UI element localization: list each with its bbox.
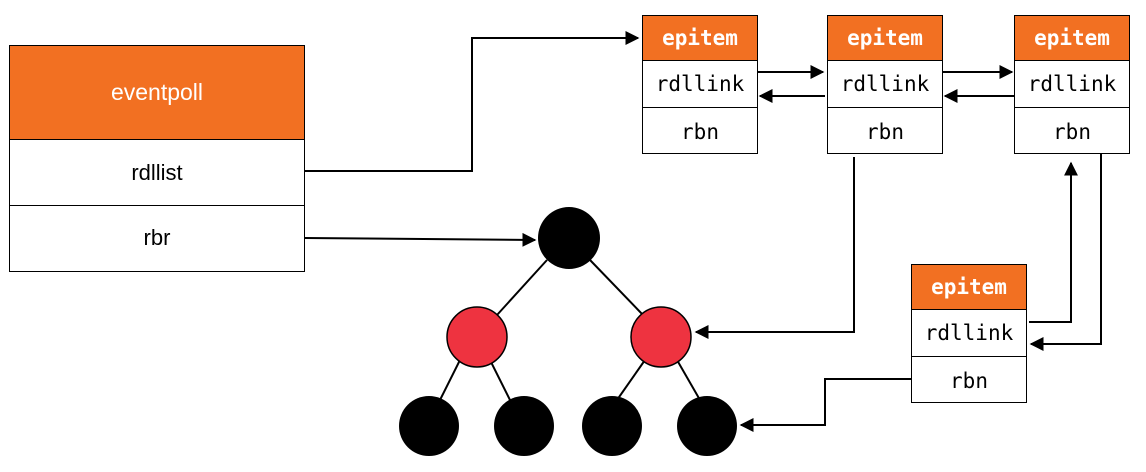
tree-node-red-left [446,306,508,368]
rdllist-arrow [305,31,640,172]
link-3-4-down [1029,153,1102,351]
epitem-1: epitem rdllink rbn [642,15,758,154]
rbn-2-arrow [694,157,855,339]
rbr-arrow [304,232,537,247]
epitem-field-rbn: rbn [1053,119,1091,144]
epitem-field-rdllink: rdllink [912,310,1026,357]
epitem-2: epitem rdllink rbn [827,15,943,154]
epitem-4: epitem rdllink rbn [911,264,1027,403]
rbn-4-arrow [739,378,911,432]
epitem-title: epitem [1015,16,1129,61]
tree-node-leaf-4 [677,396,737,456]
epitem-field-rdllink: rdllink [643,61,757,108]
tree-node-leaf-3 [582,396,642,456]
eventpoll-field-rdllist: rdllist [10,140,304,206]
epitem-field-rbn: rbn [681,119,719,144]
epitem-field-rbn: rbn [950,368,988,393]
epitem-field-rdllink: rdllink [1015,61,1129,108]
tree-node-red-right [630,306,692,368]
tree-node-leaf-1 [399,396,459,456]
epitem-3: epitem rdllink rbn [1014,15,1130,154]
tree-edges [439,259,701,401]
link-4-3-up [1029,161,1078,323]
epitem-title: epitem [912,265,1026,310]
tree-node-leaf-2 [494,396,554,456]
epitem-field-rbn: rbn [866,119,904,144]
epitem-field-rdllink: rdllink [828,61,942,108]
tree-node-root [538,207,600,269]
eventpoll-title: eventpoll [10,46,304,140]
eventpoll-field-rbr: rbr [143,225,171,250]
eventpoll-struct: eventpoll rdllist rbr [9,45,305,272]
epitem-title: epitem [828,16,942,61]
epitem-title: epitem [643,16,757,61]
